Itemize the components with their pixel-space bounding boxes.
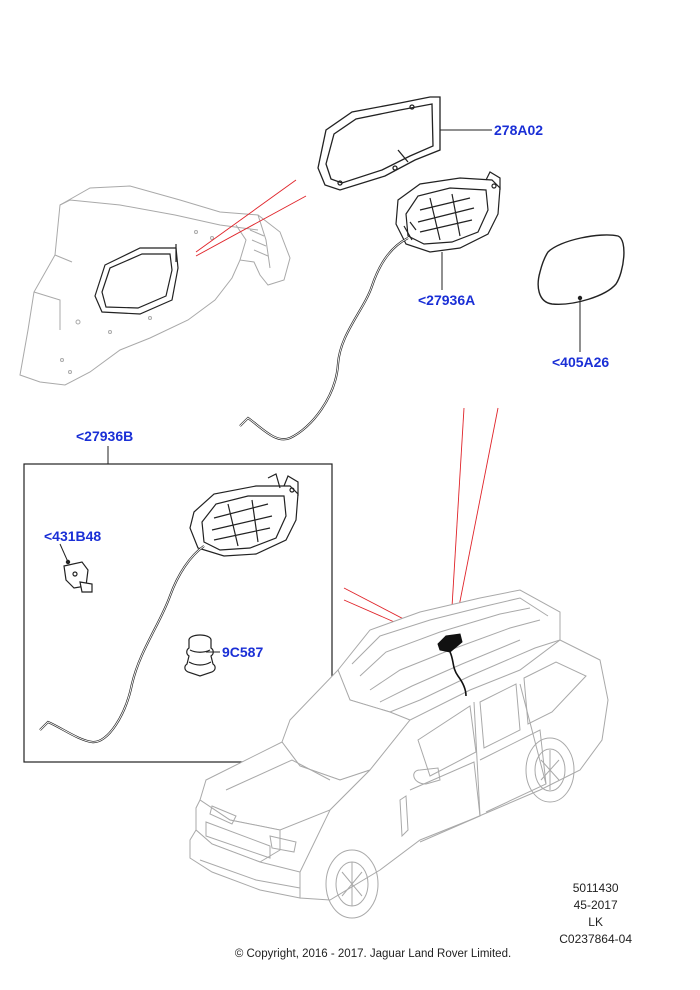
callout-gasket[interactable]: 278A02 xyxy=(494,122,544,138)
fuel-flap-panel[interactable] xyxy=(537,234,625,305)
fuel-flap-gasket[interactable] xyxy=(317,96,441,191)
assembly-detail-box xyxy=(23,463,333,763)
illustration-metadata: 5011430 45-2017 LK C0237864-04 xyxy=(559,880,632,948)
illustration-code: C0237864-04 xyxy=(559,932,632,946)
flap-actuator[interactable] xyxy=(63,561,93,593)
bump-stop[interactable] xyxy=(184,634,216,677)
panel-gasket-installed xyxy=(94,244,179,315)
assembly-housing[interactable] xyxy=(189,473,299,557)
callout-flap-assembly[interactable]: <27936B xyxy=(76,428,134,444)
vehicle xyxy=(189,589,609,919)
fuel-filler-housing[interactable] xyxy=(395,171,501,253)
leader-actuator xyxy=(59,543,69,563)
callout-bump-stop[interactable]: 9C587 xyxy=(222,644,264,660)
vehicle-fuel-filler-location xyxy=(437,633,467,697)
callout-flap-housing[interactable]: <27936A xyxy=(418,292,476,308)
callout-flap-panel[interactable]: <405A26 xyxy=(552,354,610,370)
copyright-notice: © Copyright, 2016 - 2017. Jaguar Land Ro… xyxy=(234,948,512,960)
week-year: 45-2017 xyxy=(573,898,618,912)
body-side-panel xyxy=(19,185,291,386)
author-initials: LK xyxy=(588,915,603,929)
callout-actuator[interactable]: <431B48 xyxy=(44,528,102,544)
ref-number: 5011430 xyxy=(572,881,619,895)
